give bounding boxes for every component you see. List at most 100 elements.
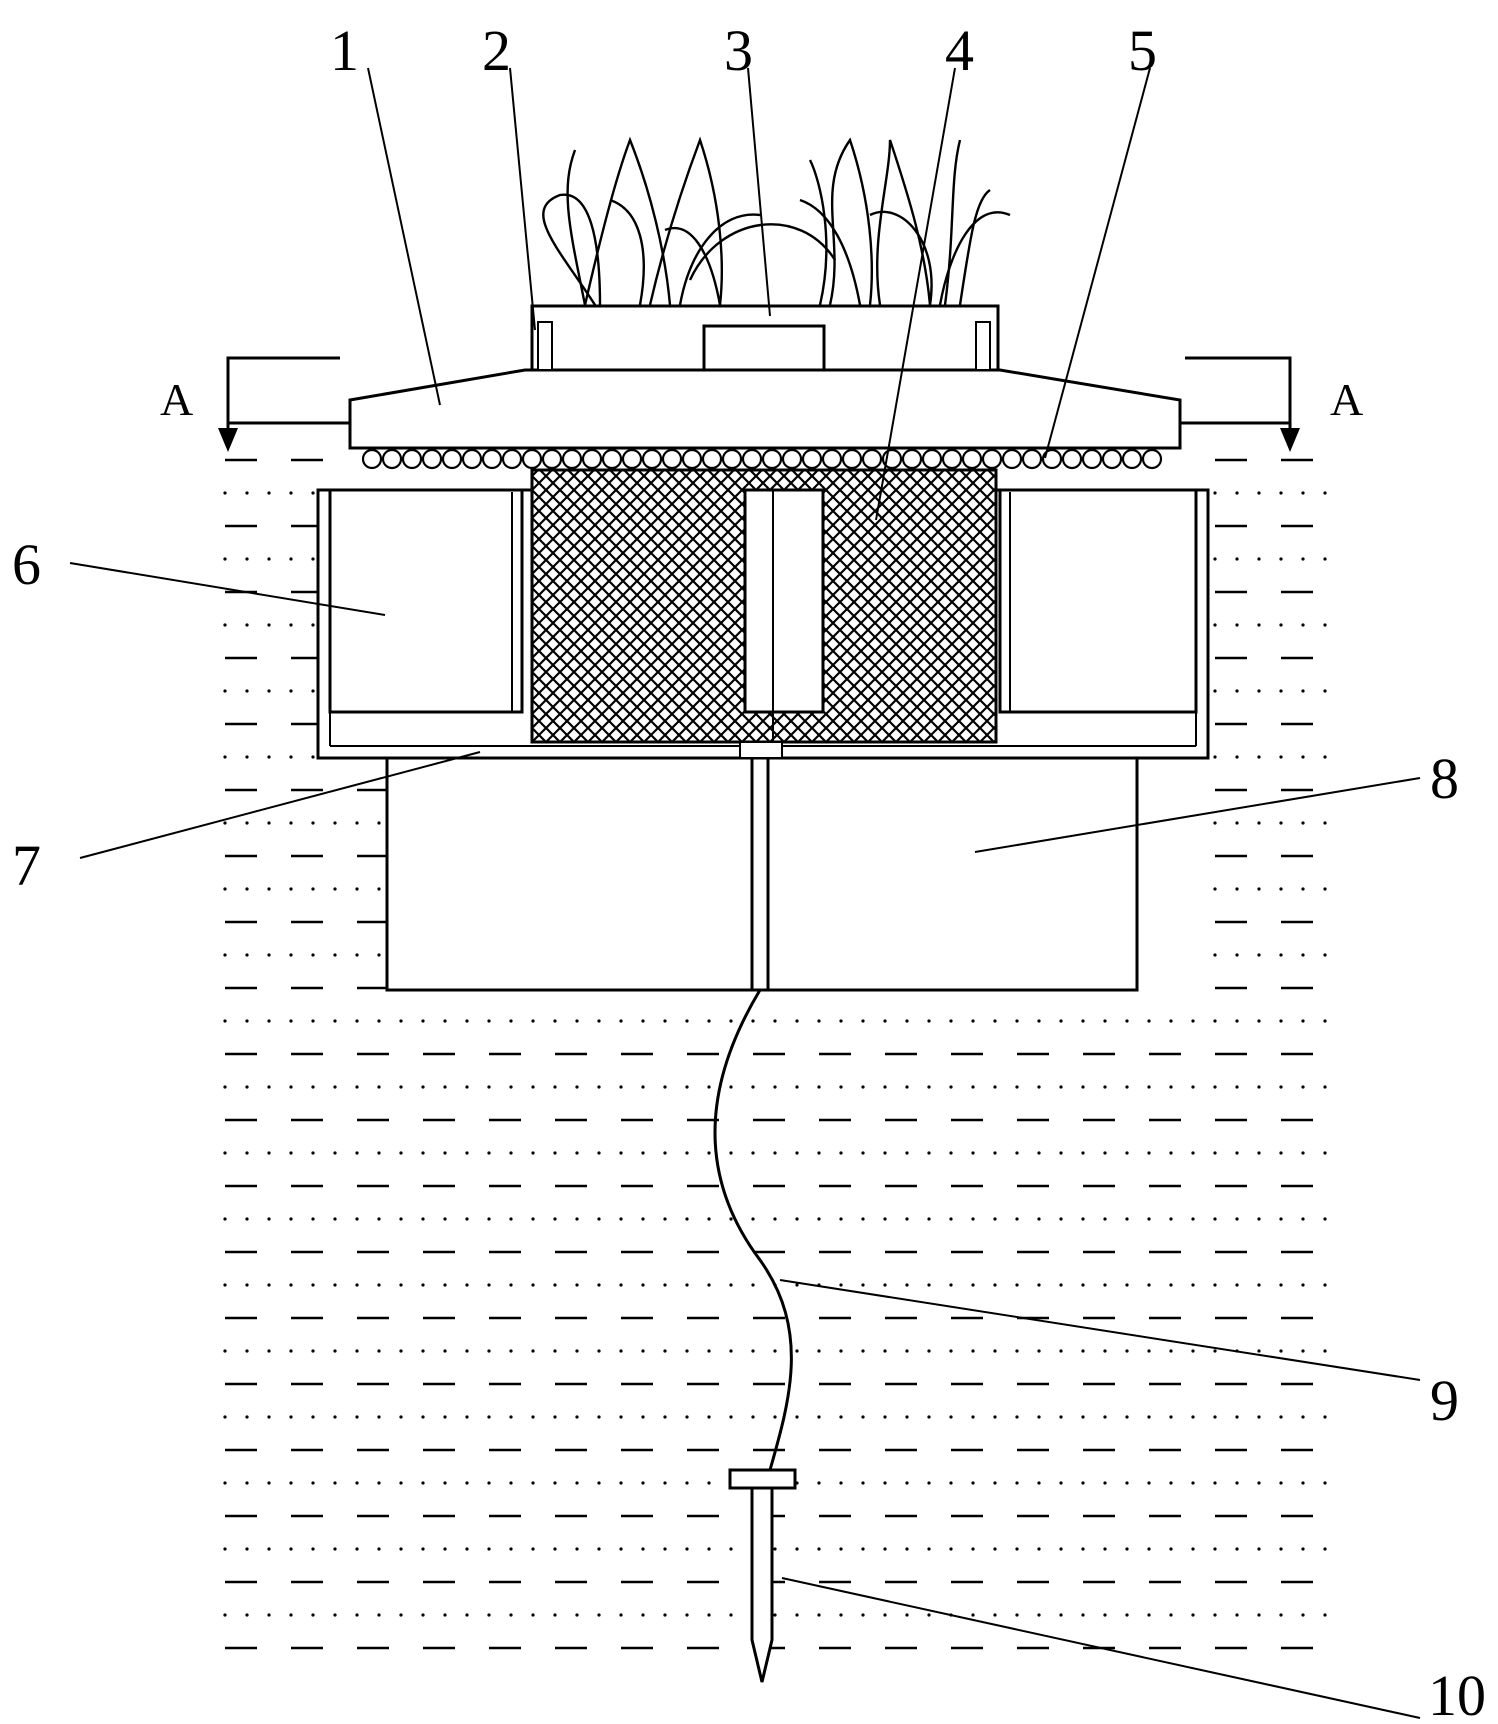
water-dot [575, 1019, 579, 1023]
filler-ball [941, 448, 963, 470]
water-dot [619, 1283, 623, 1287]
water-dot [531, 1613, 535, 1617]
water-dot [245, 1151, 249, 1155]
water-dot [289, 953, 293, 957]
water-dot [1103, 1019, 1107, 1023]
water-dot [509, 1217, 513, 1221]
water-dot [1279, 1151, 1283, 1155]
water-dot [971, 1151, 975, 1155]
water-dot [817, 1415, 821, 1419]
water-dot [377, 1547, 381, 1551]
water-dot [1301, 755, 1305, 759]
water-dot [905, 1283, 909, 1287]
water-dot [399, 1547, 403, 1551]
label-3: 3 [724, 18, 753, 83]
water-dot [949, 1283, 953, 1287]
water-dot [1125, 1283, 1129, 1287]
water-dot [267, 1019, 271, 1023]
water-dot [355, 1613, 359, 1617]
water-dot [619, 1085, 623, 1089]
water-dot [839, 1283, 843, 1287]
water-dot [311, 887, 315, 891]
water-dot [553, 1217, 557, 1221]
water-dot [641, 1019, 645, 1023]
water-dot [1213, 1481, 1217, 1485]
water-dot [1081, 1151, 1085, 1155]
water-dot [1257, 1349, 1261, 1353]
water-dot [289, 557, 293, 561]
water-dot [289, 1019, 293, 1023]
water-dot [289, 1217, 293, 1221]
water-dot [1147, 1217, 1151, 1221]
water-dot [245, 1547, 249, 1551]
water-dot [641, 1085, 645, 1089]
filler-ball [1041, 448, 1063, 470]
water-dot [1279, 1613, 1283, 1617]
water-dot [949, 1019, 953, 1023]
water-dot [927, 1415, 931, 1419]
water-dot [487, 1151, 491, 1155]
water-dot [751, 1151, 755, 1155]
water-dot [1257, 887, 1261, 891]
water-dot [509, 1085, 513, 1089]
water-dot [1257, 491, 1261, 495]
water-dot [993, 1019, 997, 1023]
water-dot [839, 1349, 843, 1353]
water-dot [1169, 1151, 1173, 1155]
water-dot [1235, 1547, 1239, 1551]
label-6: 6 [12, 532, 41, 597]
label-7: 7 [12, 833, 41, 898]
filler-ball [801, 448, 823, 470]
water-dot [421, 1283, 425, 1287]
water-dot [1323, 1547, 1327, 1551]
water-dot [1125, 1415, 1129, 1419]
water-dot [1147, 1019, 1151, 1023]
water-dot [1235, 1151, 1239, 1155]
water-dot [685, 1481, 689, 1485]
water-dot [1279, 689, 1283, 693]
water-dot [1213, 557, 1217, 561]
water-dot [1059, 1481, 1063, 1485]
water-dot [575, 1613, 579, 1617]
water-dot [861, 1613, 865, 1617]
water-dot [597, 1349, 601, 1353]
water-dot [443, 1547, 447, 1551]
water-dot [1191, 1547, 1195, 1551]
water-dot [993, 1547, 997, 1551]
water-dot [839, 1085, 843, 1089]
water-dot [267, 953, 271, 957]
water-dot [949, 1349, 953, 1353]
water-dot [421, 1481, 425, 1485]
water-dot [861, 1151, 865, 1155]
water-dot [1213, 1019, 1217, 1023]
water-dot [729, 1547, 733, 1551]
water-dot [487, 1613, 491, 1617]
water-dot [1103, 1085, 1107, 1089]
water-dot [1213, 1151, 1217, 1155]
water-dot [1279, 1019, 1283, 1023]
water-dot [1037, 1085, 1041, 1089]
water-dot [421, 1613, 425, 1617]
label-8: 8 [1430, 746, 1459, 811]
water-dot [971, 1085, 975, 1089]
water-dot [421, 1415, 425, 1419]
water-dot [421, 1547, 425, 1551]
water-dot [817, 1613, 821, 1617]
water-dot [1059, 1415, 1063, 1419]
water-dot [1081, 1085, 1085, 1089]
water-dot [1125, 1547, 1129, 1551]
water-dot [1191, 1415, 1195, 1419]
water-dot [1037, 1613, 1041, 1617]
water-dot [707, 1547, 711, 1551]
water-dot [861, 1217, 865, 1221]
water-dot [597, 1151, 601, 1155]
water-dot [1037, 1283, 1041, 1287]
water-dot [1279, 1481, 1283, 1485]
water-dot [289, 1151, 293, 1155]
water-dot [707, 1349, 711, 1353]
water-dot [1125, 1019, 1129, 1023]
side-float-right [998, 488, 1198, 714]
water-dot [1323, 1481, 1327, 1485]
water-dot [531, 1349, 535, 1353]
